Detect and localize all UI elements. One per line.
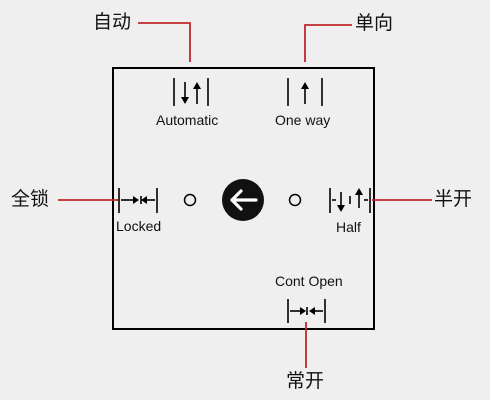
one-way-callout: 单向 — [355, 12, 394, 34]
left-arrow-icon — [230, 189, 258, 211]
half-callout: 半开 — [434, 188, 473, 210]
continuous-open-icon — [287, 299, 326, 323]
indicator-hole-right — [288, 193, 302, 207]
automatic-callout: 自动 — [93, 11, 132, 33]
cont-open-callout: 常开 — [286, 370, 325, 392]
mode-panel — [112, 67, 375, 330]
cont-open-label: Cont Open — [275, 273, 343, 289]
locked-label: Locked — [116, 218, 162, 234]
automatic-label: Automatic — [156, 112, 219, 128]
indicator-hole-left — [183, 193, 197, 207]
leader-lines — [58, 22, 432, 368]
one-way-arrow-icon — [287, 78, 323, 106]
locked-icon — [118, 188, 158, 213]
one-way-label: One way — [275, 112, 331, 128]
leader-automatic — [138, 22, 191, 62]
bidirectional-arrows-icon — [173, 78, 209, 106]
locked-callout: 全锁 — [11, 188, 50, 210]
half-label: Half — [336, 219, 361, 235]
leader-one-way — [304, 24, 352, 62]
rotary-knob[interactable] — [222, 179, 264, 221]
half-open-icon — [329, 188, 371, 213]
